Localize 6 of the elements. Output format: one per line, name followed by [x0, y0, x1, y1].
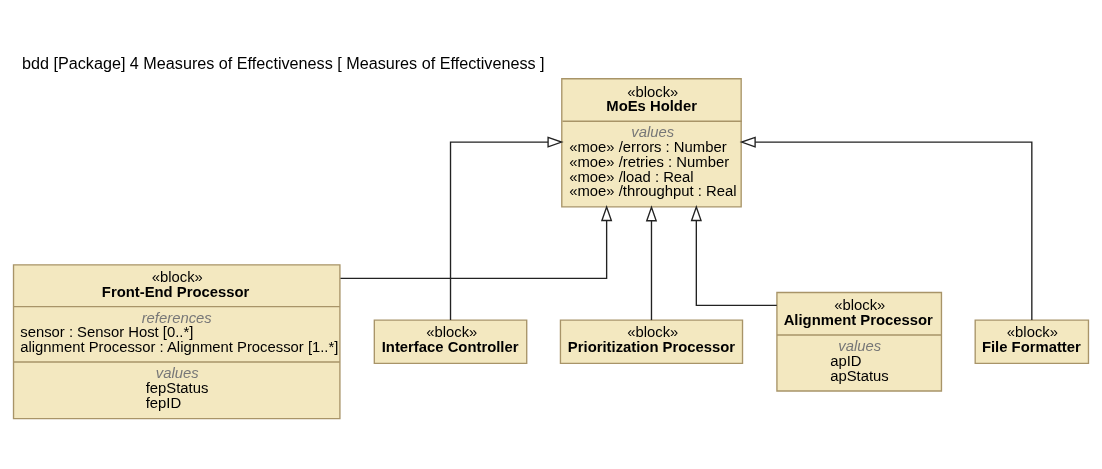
diagram-title: bdd [Package] 4 Measures of Effectiveness [ Measures of Effectiveness ]	[21, 53, 545, 72]
arrow	[690, 204, 778, 306]
arrow	[449, 136, 564, 321]
arrow	[739, 136, 1033, 321]
arrow	[645, 205, 658, 321]
arrow	[339, 204, 613, 279]
